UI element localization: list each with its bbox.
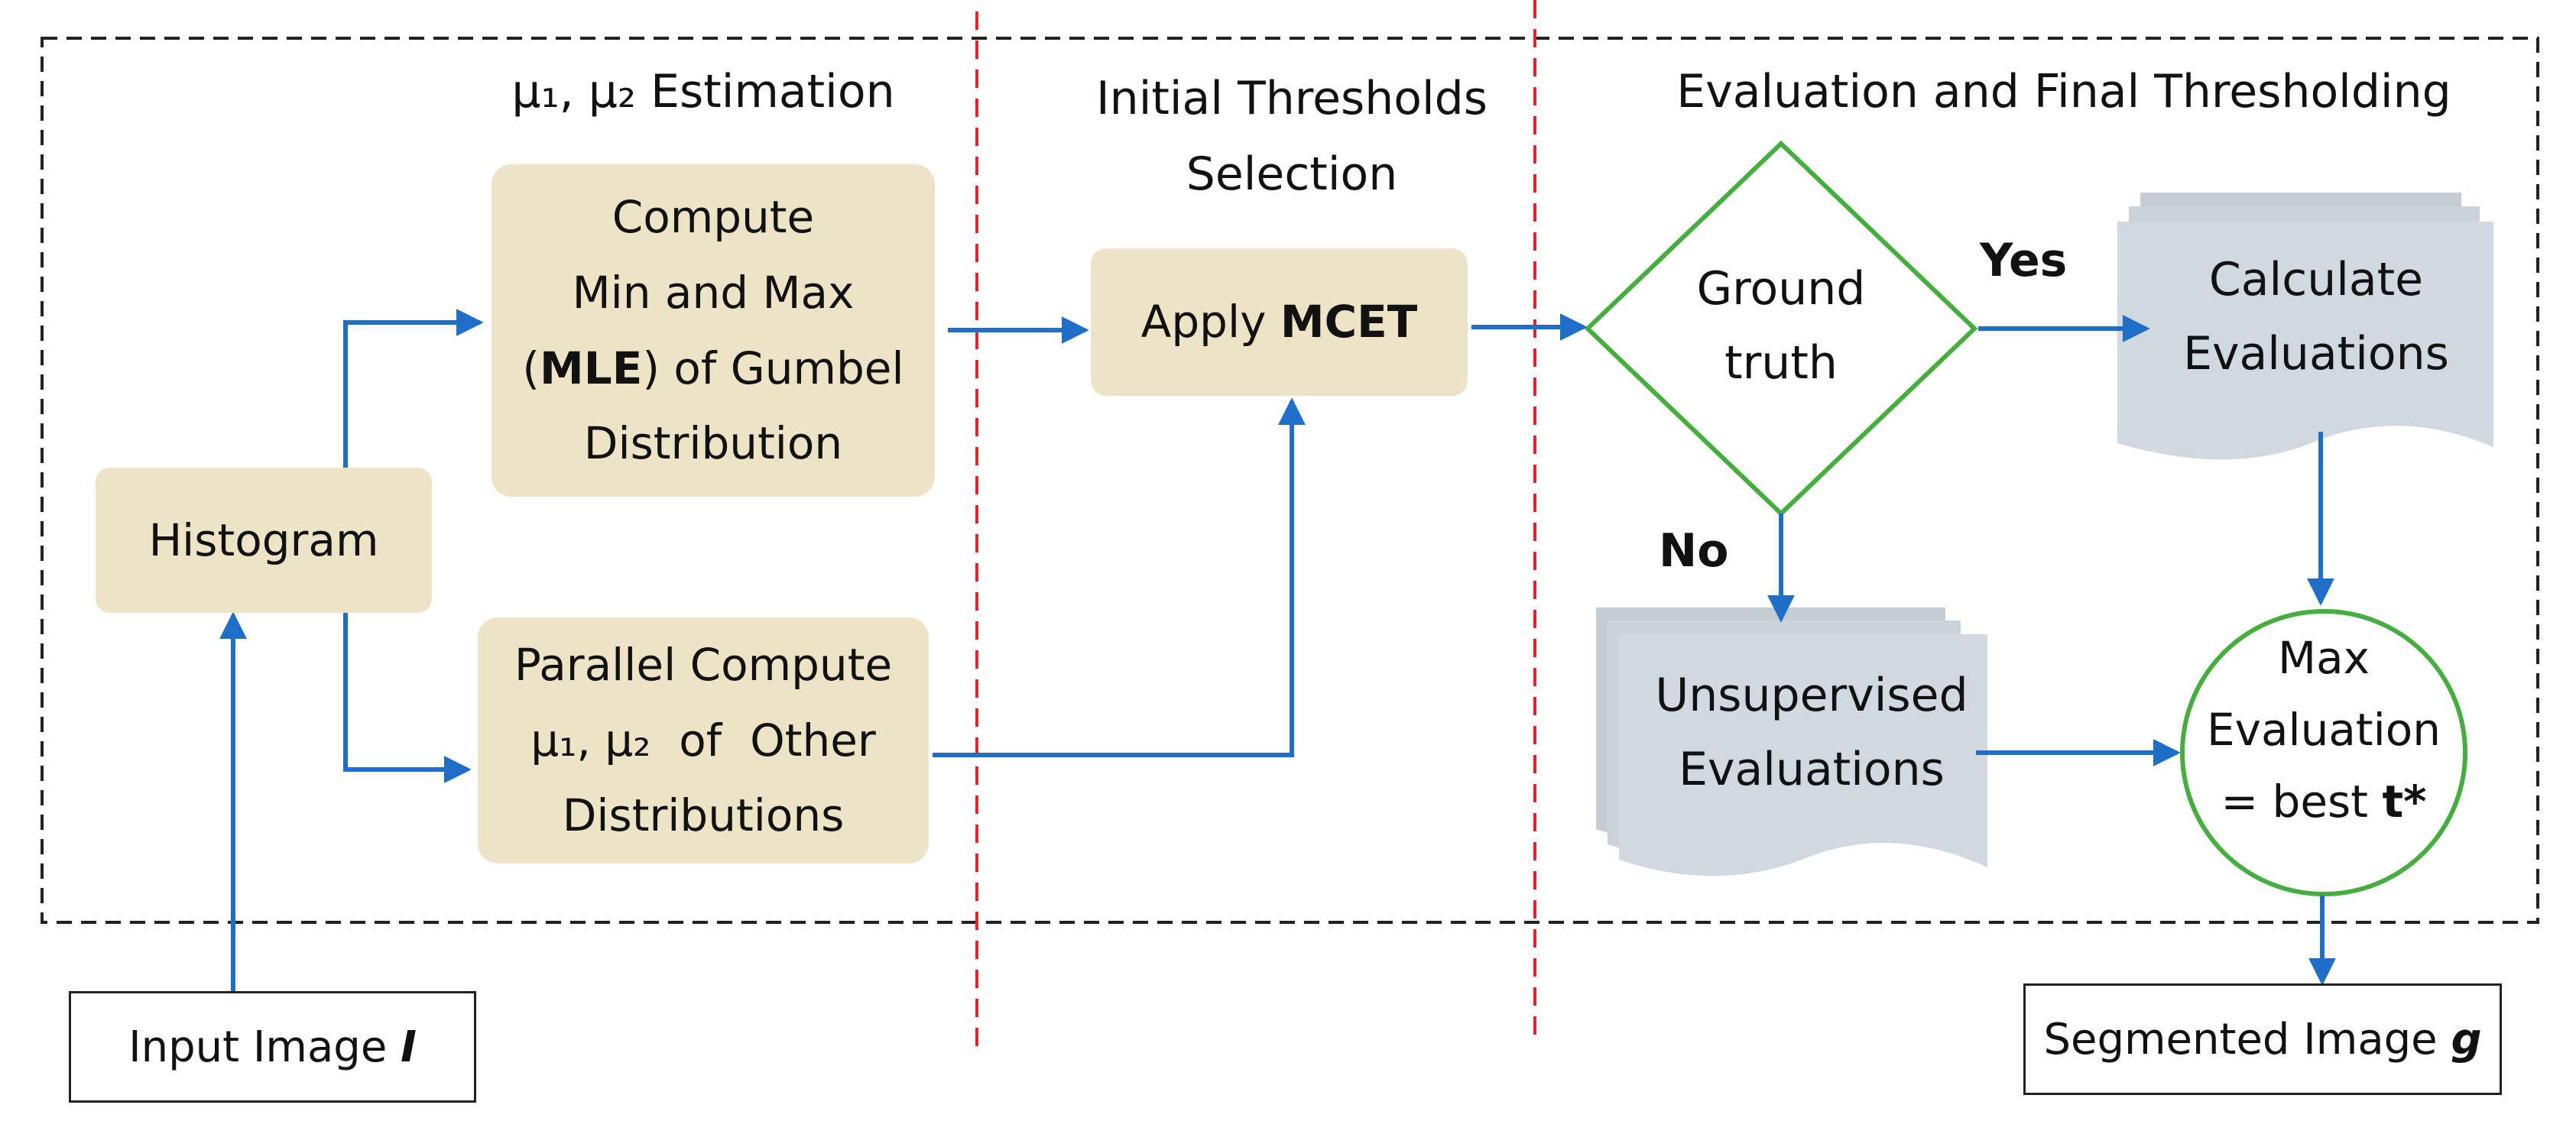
unsup-eval-label: Unsupervised Evaluations — [1655, 669, 1968, 797]
unsup-eval-doc-stack — [1596, 608, 1987, 876]
yes-label: Yes — [1980, 234, 2068, 287]
gumbel-line2: Min and Max — [572, 266, 855, 319]
gumbel-line4: Distribution — [583, 417, 843, 470]
stage2-heading-line1: Initial Thresholds — [1095, 72, 1488, 125]
input-image-label: Input Image I — [128, 1022, 417, 1072]
gumbel-line1: Compute — [612, 191, 815, 244]
stage2-heading: Initial Thresholds Selection — [1017, 61, 1567, 212]
segmented-image-label: Segmented Image g — [2043, 1014, 2482, 1064]
calc-eval-label: Calculate Evaluations — [2183, 253, 2449, 381]
input-image-box: Input Image I — [69, 991, 476, 1103]
parallel-line2: μ₁, μ₂ of Other — [530, 714, 876, 766]
no-label: No — [1659, 524, 1729, 578]
calc-eval-doc-stack — [2117, 193, 2493, 460]
gumbel-mle-box: Compute Min and Max (MLE) of Gumbel Dist… — [492, 164, 935, 497]
max-eval-circle — [2180, 609, 2467, 896]
gumbel-line3: (MLE) of Gumbel — [522, 342, 904, 394]
stage1-heading: μ₁, μ₂ Estimation — [428, 55, 978, 128]
apply-mcet-box: Apply MCET — [1091, 248, 1468, 396]
arrow-histogram-to-parallel — [343, 613, 472, 783]
max-eval-label: Max Evaluation = best t* — [2206, 632, 2441, 828]
outer-frame — [41, 37, 2539, 924]
stage1-heading-symbols: μ₁, μ₂ — [511, 65, 636, 118]
apply-mcet-label: Apply MCET — [1140, 296, 1418, 348]
histogram-label: Histogram — [148, 514, 379, 566]
segmented-image-box: Segmented Image g — [2023, 983, 2502, 1095]
stage3-heading: Evaluation and Final Thresholding — [1643, 55, 2484, 128]
ground-truth-label: Ground truth — [1696, 262, 1866, 390]
stage1-heading-text: Estimation — [650, 65, 895, 118]
parallel-compute-box: Parallel Compute μ₁, μ₂ of Other Distrib… — [478, 617, 929, 863]
parallel-line1: Parallel Compute — [514, 639, 893, 692]
histogram-box: Histogram — [96, 468, 432, 613]
parallel-line3: Distributions — [562, 789, 845, 842]
stage3-heading-text: Evaluation and Final Thresholding — [1676, 65, 2451, 118]
arrow-parallel-to-mcet — [933, 397, 1306, 757]
stage2-heading-line2: Selection — [1186, 147, 1398, 201]
arrow-histogram-to-gumbel — [343, 309, 484, 468]
